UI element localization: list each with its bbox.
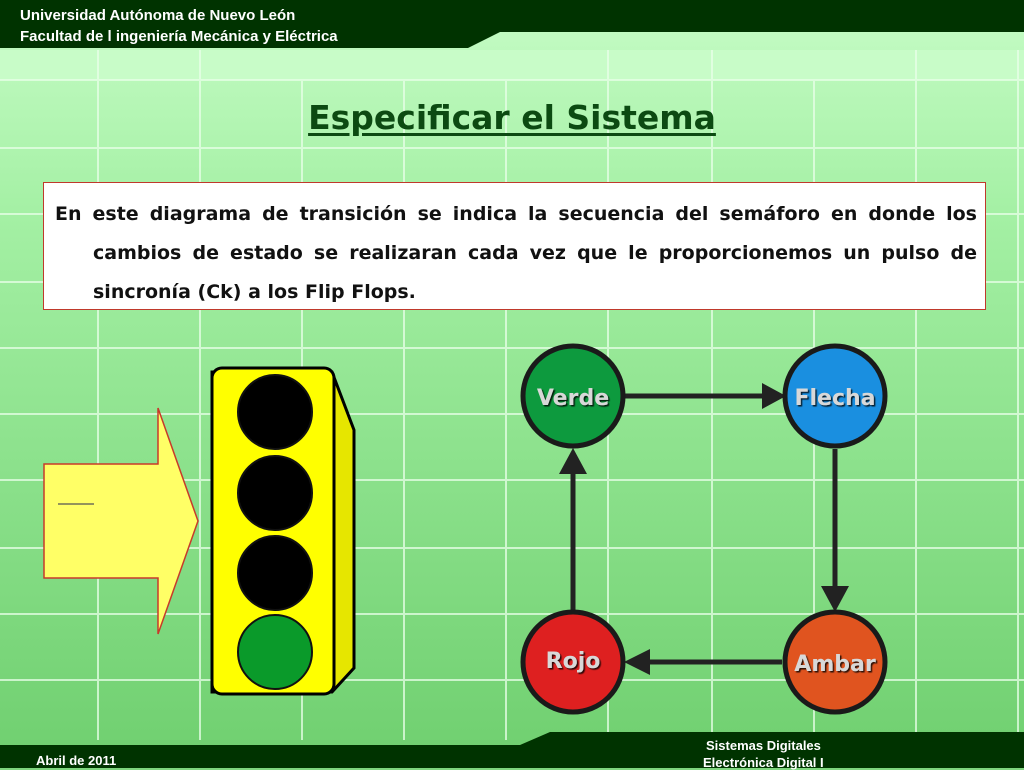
state-verde-label: Verde <box>537 386 609 411</box>
light-lower-middle <box>237 535 313 611</box>
state-rojo: Rojo <box>520 609 626 715</box>
transition-ambar-rojo <box>624 649 782 675</box>
state-ambar-label: Ambar <box>794 652 876 677</box>
transition-rojo-verde <box>559 448 587 610</box>
footer-course-line2: Electrónica Digital I <box>703 755 824 770</box>
header-university: Universidad Autónoma de Nuevo León <box>20 7 296 24</box>
light-top <box>237 374 313 450</box>
state-ambar: Ambar <box>782 609 888 715</box>
description-text: En este diagrama de transición se indica… <box>55 203 977 303</box>
description-box: En este diagrama de transición se indica… <box>43 182 986 310</box>
footer-course-line1: Sistemas Digitales <box>706 738 821 753</box>
state-rojo-label: Rojo <box>546 649 601 674</box>
header-faculty: Facultad de l ingeniería Mecánica y Eléc… <box>20 28 338 45</box>
pointer-arrow-icon <box>43 407 199 635</box>
state-verde: Verde <box>520 343 626 449</box>
transition-verde-flecha <box>624 383 786 409</box>
transition-flecha-ambar <box>821 449 849 612</box>
page-title: Especificar el Sistema <box>308 98 716 137</box>
footer-date: Abril de 2011 <box>36 753 117 768</box>
header-band <box>0 0 1024 48</box>
state-flecha: Flecha <box>782 343 888 449</box>
state-flecha-label: Flecha <box>794 386 875 411</box>
light-upper-middle <box>237 455 313 531</box>
traffic-light <box>210 366 356 696</box>
light-bottom <box>237 614 313 690</box>
